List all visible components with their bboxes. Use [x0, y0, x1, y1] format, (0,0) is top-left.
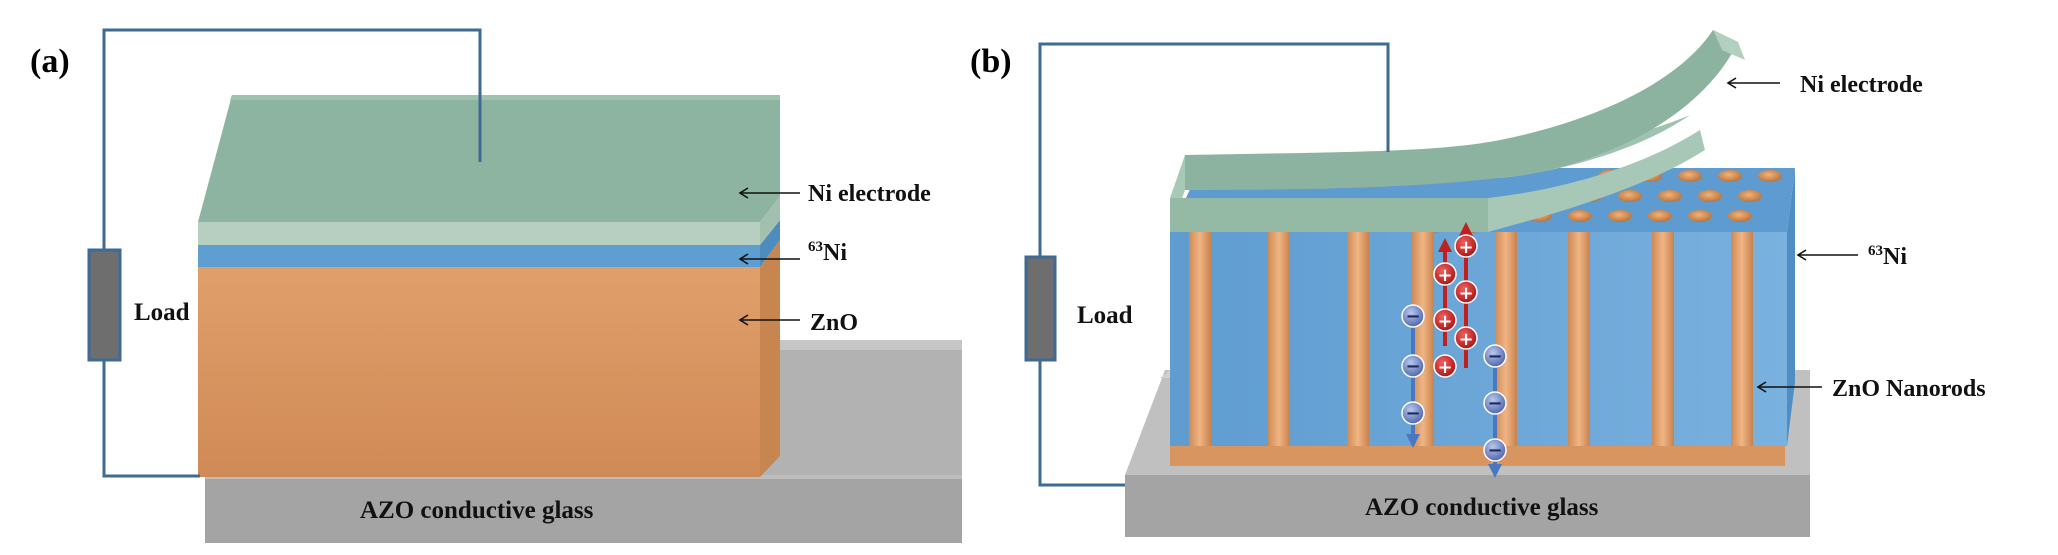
- svg-text:+: +: [1437, 311, 1452, 332]
- panel-a-ni-electrode-label: Ni electrode: [808, 181, 931, 207]
- svg-text:−: −: [1405, 306, 1420, 327]
- hole-carrier: +: [1433, 354, 1457, 378]
- panel-b-load-label: Load: [1077, 302, 1133, 329]
- electron-carrier: −: [1401, 304, 1425, 328]
- panel-a-tag: (a): [30, 43, 70, 80]
- panel-b-load-box: [1024, 255, 1057, 362]
- panel-a-arrow-zno: [738, 314, 800, 326]
- panel-a-ni63-layer: [198, 220, 780, 267]
- panel-a-load-label: Load: [134, 299, 190, 326]
- panel-a-arrow-ni-electrode: [738, 187, 800, 199]
- panel-a-zno-layer: [198, 240, 780, 477]
- panel-b-arrow-ni-electrode: [1726, 77, 1780, 89]
- electron-carrier: −: [1483, 391, 1507, 415]
- panel-b-zno-base: [1170, 366, 1790, 466]
- panel-b-zno-nanorods-label: ZnO Nanorods: [1832, 376, 1986, 402]
- electron-carrier: −: [1401, 401, 1425, 425]
- panel-b-tag: (b): [970, 43, 1012, 80]
- hole-carrier: +: [1433, 262, 1457, 286]
- svg-text:−: −: [1405, 403, 1420, 424]
- panel-b-nanorods: [1189, 232, 1753, 446]
- panel-b-holes: + + + + + +: [1433, 222, 1478, 378]
- electron-carrier: −: [1483, 344, 1507, 368]
- panel-a-zno-label: ZnO: [810, 310, 858, 336]
- panel-b-circuit-wire: [1038, 42, 1390, 487]
- panel-b-arrow-zno-nanorods: [1756, 381, 1822, 393]
- svg-text:+: +: [1458, 329, 1473, 350]
- panel-a-arrow-ni63: [738, 253, 800, 265]
- svg-text:−: −: [1405, 356, 1420, 377]
- svg-text:+: +: [1458, 237, 1473, 258]
- panel-a-circuit-wire: [102, 28, 482, 478]
- panel-b-electrons: − − − − − −: [1401, 304, 1507, 478]
- hole-carrier: +: [1454, 234, 1478, 258]
- electron-carrier: −: [1401, 354, 1425, 378]
- panel-b-ni-electrode-label: Ni electrode: [1800, 72, 1923, 98]
- hole-carrier: +: [1433, 308, 1457, 332]
- panel-b-ni-electrode: [1170, 30, 1745, 232]
- svg-text:+: +: [1458, 283, 1473, 304]
- electron-carrier: −: [1483, 438, 1507, 462]
- panel-b-substrate-label: AZO conductive glass: [1365, 494, 1599, 521]
- panel-a-substrate-label: AZO conductive glass: [360, 497, 594, 524]
- panel-b-arrow-ni63: [1796, 249, 1858, 261]
- panel-a-ni63-base: Ni: [823, 240, 847, 266]
- panel-b: (b): [970, 30, 1986, 537]
- panel-a-ni63-label: 63Ni: [808, 239, 847, 266]
- panel-b-ni63-base: Ni: [1883, 244, 1907, 270]
- panel-a-ni63-sup: 63: [808, 239, 823, 255]
- svg-text:−: −: [1487, 393, 1502, 414]
- panel-b-ni63-sup: 63: [1868, 243, 1883, 259]
- hole-carrier: +: [1454, 280, 1478, 304]
- hole-carrier: +: [1454, 326, 1478, 350]
- svg-text:+: +: [1437, 265, 1452, 286]
- svg-text:+: +: [1437, 357, 1452, 378]
- panel-b-ni63-label: 63Ni: [1868, 243, 1907, 270]
- panel-a: (a) Load: [30, 28, 962, 543]
- svg-text:−: −: [1487, 440, 1502, 461]
- svg-text:−: −: [1487, 346, 1502, 367]
- panel-a-ni-electrode: [198, 95, 780, 245]
- panel-a-load-box: [87, 248, 122, 362]
